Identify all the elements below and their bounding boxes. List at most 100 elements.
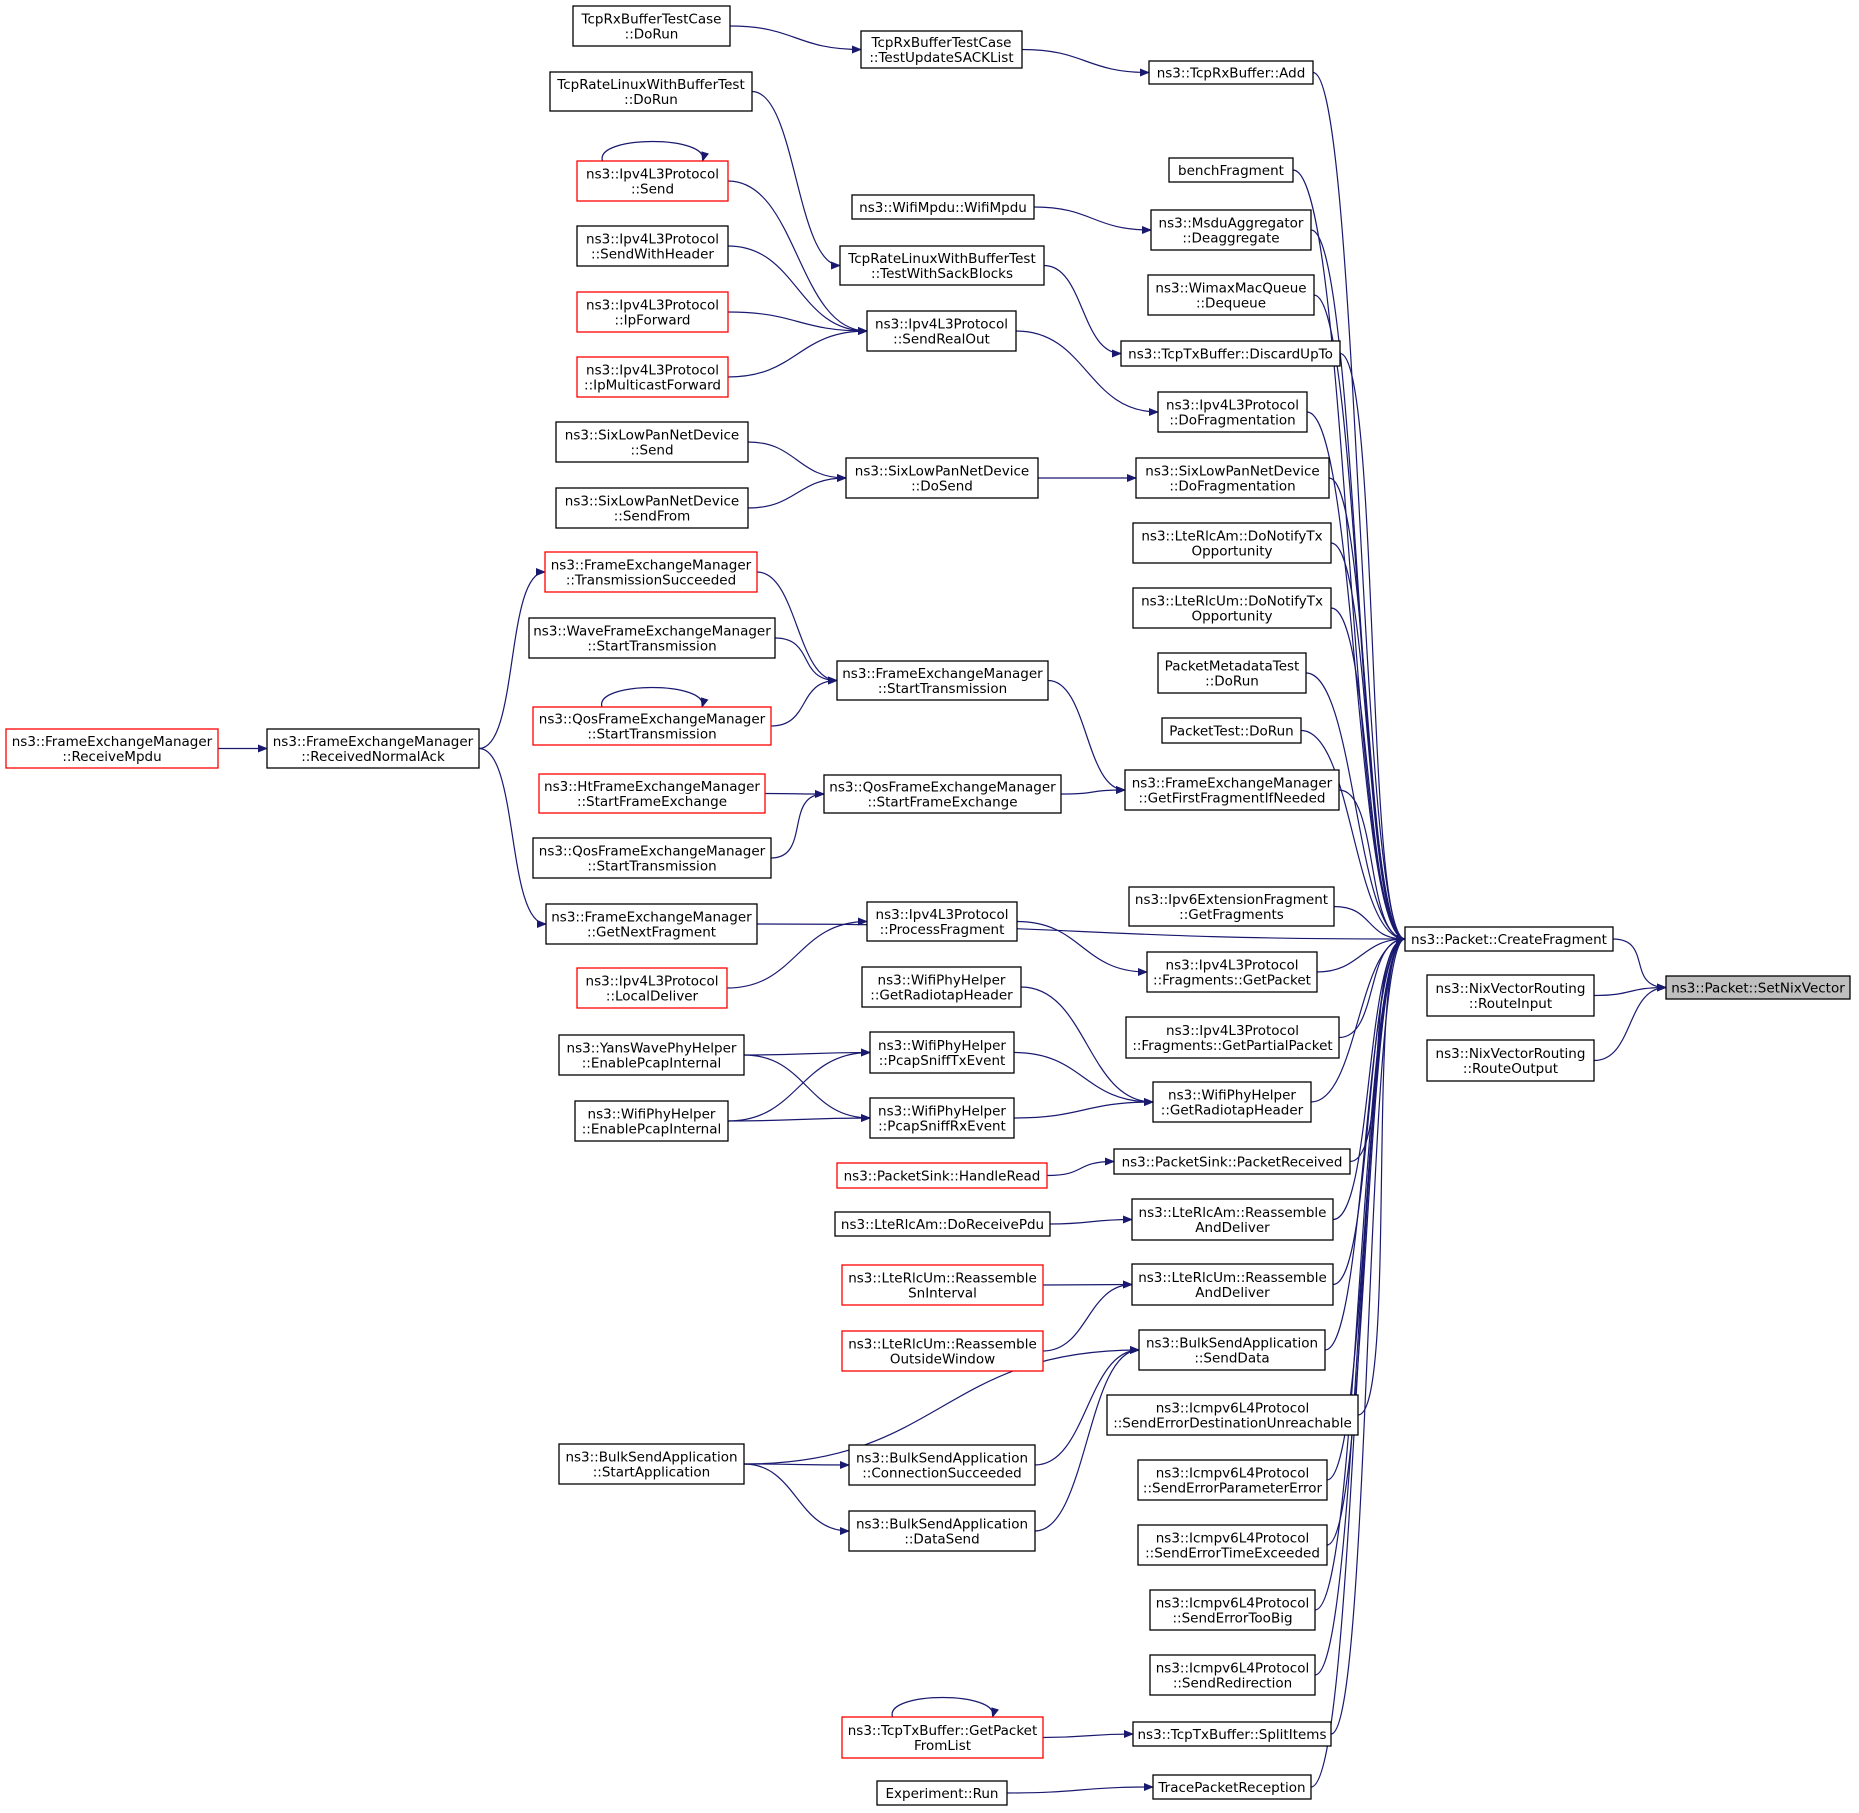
graph-node-bench_frag[interactable]: benchFragment [1168, 157, 1294, 183]
graph-node-ipv4_sendwithheader[interactable]: ns3::Ipv4L3Protocol::SendWithHeader [576, 225, 729, 267]
node-label-line: ns3::Ipv6ExtensionFragment [1135, 892, 1328, 908]
graph-node-fem_recvmpdu[interactable]: ns3::FrameExchangeManager::ReceiveMpdu [5, 728, 219, 769]
graph-node-set_nix[interactable]: ns3::Packet::SetNixVector [1665, 975, 1851, 1000]
graph-node-ipv4_ipforward[interactable]: ns3::Ipv4L3Protocol::IpForward [576, 291, 729, 333]
node-label-line: ::SendRedirection [1173, 1676, 1292, 1692]
graph-node-wifiphy_getradiotap[interactable]: ns3::WifiPhyHelper::GetRadiotapHeader [1152, 1081, 1312, 1123]
graph-node-ipv4_processfrag[interactable]: ns3::Ipv4L3Protocol::ProcessFragment [866, 901, 1018, 942]
graph-node-icmp_time[interactable]: ns3::Icmpv6L4Protocol::SendErrorTimeExce… [1137, 1524, 1328, 1566]
graph-node-sixlow_send[interactable]: ns3::SixLowPanNetDevice::Send [555, 421, 749, 463]
node-box [876, 1780, 1008, 1806]
graph-node-pktmeta_run[interactable]: PacketMetadataTest::DoRun [1157, 652, 1307, 694]
node-label-line: ::SendWithHeader [591, 247, 714, 263]
node-label-line: ns3::HtFrameExchangeManager [544, 779, 760, 795]
graph-node-icmp_param[interactable]: ns3::Icmpv6L4Protocol::SendErrorParamete… [1137, 1459, 1328, 1501]
graph-node-wifiphy_getradiotap2[interactable]: ns3::WifiPhyHelper::GetRadiotapHeader [861, 966, 1022, 1008]
graph-node-ipv4_frags_getpartial[interactable]: ns3::Ipv4L3Protocol::Fragments::GetParti… [1125, 1016, 1340, 1059]
node-label-line: ns3::WifiPhyHelper [1168, 1088, 1296, 1104]
graph-node-wifimpdu[interactable]: ns3::WifiMpdu::WifiMpdu [851, 194, 1035, 220]
node-label-line: ::StartFrameExchange [577, 794, 727, 810]
graph-node-icmp_dest[interactable]: ns3::Icmpv6L4Protocol::SendErrorDestinat… [1106, 1394, 1359, 1436]
graph-node-icmp_toobig[interactable]: ns3::Icmpv6L4Protocol::SendErrorTooBig [1149, 1589, 1316, 1631]
graph-node-ipv4_send[interactable]: ns3::Ipv4L3Protocol::Send [576, 160, 729, 202]
node-label-line: ::SendRealOut [893, 332, 990, 348]
graph-node-sixlow_dofrag[interactable]: ns3::SixLowPanNetDevice::DoFragmentation [1135, 457, 1330, 499]
graph-node-rate_sack[interactable]: TcpRateLinuxWithBufferTest::TestWithSack… [839, 245, 1045, 286]
graph-node-fem_recvack[interactable]: ns3::FrameExchangeManager::ReceivedNorma… [266, 728, 480, 769]
graph-node-pkttest_run[interactable]: PacketTest::DoRun [1161, 717, 1302, 744]
graph-node-bulk_senddata[interactable]: ns3::BulkSendApplication::SendData [1138, 1329, 1326, 1371]
node-label-line: ::ProcessFragment [880, 922, 1005, 938]
graph-node-rate_run[interactable]: TcpRateLinuxWithBufferTest::DoRun [549, 71, 753, 112]
graph-node-rxtc_update[interactable]: TcpRxBufferTestCase::TestUpdateSACKList [860, 30, 1023, 69]
graph-node-ipv4_frags_getpacket[interactable]: ns3::Ipv4L3Protocol::Fragments::GetPacke… [1146, 951, 1318, 993]
node-label-line: TcpRxBufferTestCase [581, 12, 722, 28]
graph-node-sink_handleread[interactable]: ns3::PacketSink::HandleRead [836, 1162, 1048, 1189]
node-label-line: ::PcapSniffTxEvent [879, 1053, 1006, 1069]
node-label-line: ::ReceivedNormalAck [301, 749, 445, 765]
graph-node-icmp_redirect[interactable]: ns3::Icmpv6L4Protocol::SendRedirection [1149, 1654, 1316, 1696]
graph-node-ipv4_dofrag[interactable]: ns3::Ipv4L3Protocol::DoFragmentation [1157, 391, 1308, 433]
node-box [1132, 587, 1332, 629]
graph-node-wave_starttx[interactable]: ns3::WaveFrameExchangeManager::StartTran… [528, 617, 776, 659]
graph-node-qos_starttx_a[interactable]: ns3::QosFrameExchangeManager::StartTrans… [532, 706, 772, 746]
graph-node-ipv4_localdeliver[interactable]: ns3::Ipv4L3Protocol::LocalDeliver [576, 967, 728, 1009]
graph-node-route_output[interactable]: ns3::NixVectorRouting::RouteOutput [1426, 1039, 1595, 1082]
call-edge-yans_pcap-to-wifiphy_sniffRx [743, 1054, 871, 1122]
graph-node-rxtc_run[interactable]: TcpRxBufferTestCase::DoRun [572, 5, 731, 47]
graph-node-fem_starttx[interactable]: ns3::FrameExchangeManager::StartTransmis… [836, 660, 1049, 701]
call-edge-msdu_deagg-to-create_frag [1310, 229, 1406, 943]
graph-node-wimax_dequeue[interactable]: ns3::WimaxMacQueue::Dequeue [1147, 274, 1315, 316]
graph-node-txbuf_discard[interactable]: ns3::TcpTxBuffer::DiscardUpTo [1120, 340, 1341, 367]
node-label-line: AndDeliver [1195, 1285, 1270, 1301]
graph-node-experiment_run[interactable]: Experiment::Run [876, 1780, 1008, 1806]
graph-node-bulk_datasend[interactable]: ns3::BulkSendApplication::DataSend [848, 1510, 1036, 1552]
node-label-line: ::StartApplication [593, 1465, 711, 1481]
graph-node-msdu_deagg[interactable]: ns3::MsduAggregator::Deaggregate [1150, 209, 1312, 251]
graph-node-create_frag[interactable]: ns3::Packet::CreateFragment [1404, 926, 1614, 952]
node-label-line: ::SendFrom [614, 509, 691, 525]
graph-node-sixlow_dosend[interactable]: ns3::SixLowPanNetDevice::DoSend [845, 457, 1039, 499]
node-label-line: ns3::FrameExchangeManager [1132, 776, 1333, 792]
graph-node-bulk_start[interactable]: ns3::BulkSendApplication::StartApplicati… [558, 1443, 745, 1485]
graph-node-qos_starttx_b[interactable]: ns3::QosFrameExchangeManager::StartTrans… [532, 837, 772, 879]
node-label-line: OutsideWindow [890, 1352, 995, 1368]
graph-node-ht_startfe[interactable]: ns3::HtFrameExchangeManager::StartFrameE… [538, 773, 766, 814]
graph-node-wifiphy_sniffRx[interactable]: ns3::WifiPhyHelper::PcapSniffRxEvent [869, 1097, 1015, 1139]
node-box [1138, 1329, 1326, 1371]
graph-node-sink_received[interactable]: ns3::PacketSink::PacketReceived [1113, 1148, 1351, 1175]
node-label-line: ns3::PacketSink::HandleRead [844, 1169, 1041, 1185]
graph-node-txbuf_split[interactable]: ns3::TcpTxBuffer::SplitItems [1132, 1721, 1332, 1747]
node-label-line: ::DoRun [625, 27, 679, 43]
node-label-line: ns3::WifiPhyHelper [878, 1104, 1006, 1120]
graph-node-yans_pcap[interactable]: ns3::YansWavePhyHelper::EnablePcapIntern… [558, 1034, 745, 1076]
node-label-line: ns3::Packet::SetNixVector [1671, 981, 1845, 997]
graph-node-rlcam_dorecv[interactable]: ns3::LteRlcAm::DoReceivePdu [834, 1211, 1051, 1237]
graph-node-bulk_connok[interactable]: ns3::BulkSendApplication::ConnectionSucc… [848, 1444, 1036, 1486]
graph-node-wifiphy_pcap[interactable]: ns3::WifiPhyHelper::EnablePcapInternal [574, 1100, 729, 1142]
graph-node-wifiphy_sniffTx[interactable]: ns3::WifiPhyHelper::PcapSniffTxEvent [869, 1031, 1015, 1074]
graph-node-sixlow_sendfrom[interactable]: ns3::SixLowPanNetDevice::SendFrom [555, 487, 749, 529]
graph-node-ipv4_ipmcast[interactable]: ns3::Ipv4L3Protocol::IpMulticastForward [576, 356, 729, 398]
graph-node-qos_startfe[interactable]: ns3::QosFrameExchangeManager::StartFrame… [823, 774, 1062, 814]
graph-node-ipv6_getfrags[interactable]: ns3::Ipv6ExtensionFragment::GetFragments [1128, 886, 1335, 927]
node-label-line: ns3::Icmpv6L4Protocol [1156, 1531, 1310, 1547]
node-box [869, 1031, 1015, 1074]
node-label-line: ::IpMulticastForward [584, 378, 721, 394]
call-edge-rlcam_notify-to-create_frag [1330, 542, 1406, 943]
node-label-line: ns3::NixVectorRouting [1436, 981, 1586, 997]
graph-node-fem_getnext[interactable]: ns3::FrameExchangeManager::GetNextFragme… [545, 903, 758, 945]
graph-node-route_input[interactable]: ns3::NixVectorRouting::RouteInput [1426, 974, 1595, 1017]
graph-node-fem_txsucceeded[interactable]: ns3::FrameExchangeManager::TransmissionS… [544, 551, 758, 593]
graph-node-rxbuf_add[interactable]: ns3::TcpRxBuffer::Add [1148, 60, 1314, 85]
graph-node-trace_reception[interactable]: TracePacketReception [1152, 1774, 1312, 1800]
graph-node-ipv4_sendrealout[interactable]: ns3::Ipv4L3Protocol::SendRealOut [866, 310, 1017, 352]
graph-node-fem_getfirst[interactable]: ns3::FrameExchangeManager::GetFirstFragm… [1124, 769, 1340, 811]
